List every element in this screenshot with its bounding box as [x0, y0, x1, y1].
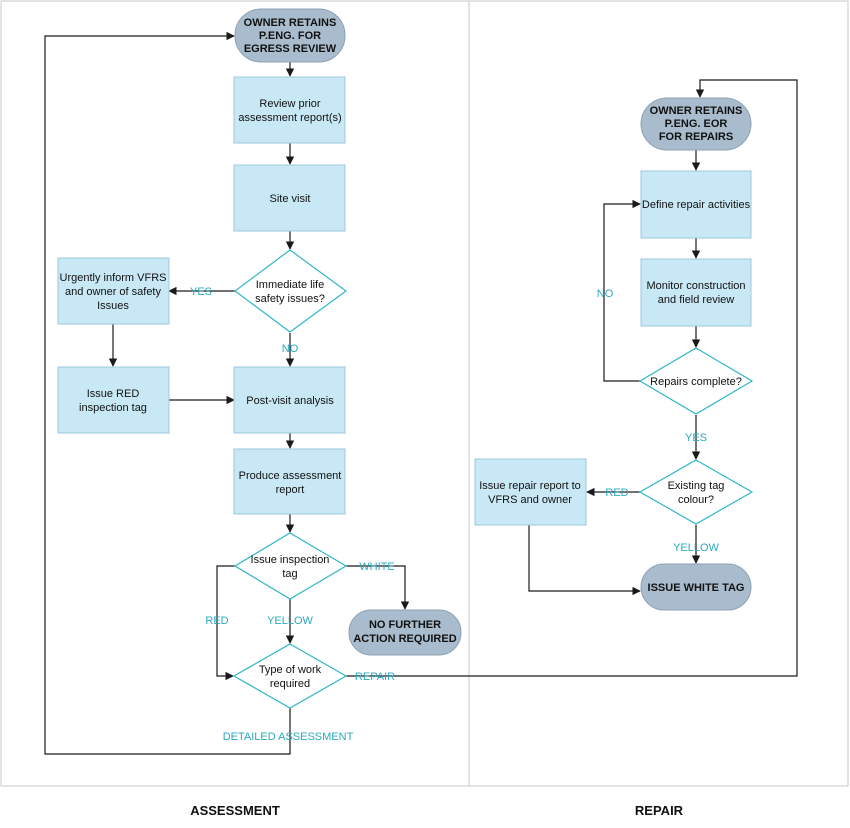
node-issue-repair-report-line-1: Issue repair report to — [479, 480, 581, 492]
node-inform-vfrs: Urgently inform VFRS and owner of safety… — [57, 257, 170, 325]
decision-life-safety-line-1: Immediate life — [256, 279, 324, 291]
node-issue-repair-report: Issue repair report to VFRS and owner — [474, 458, 587, 526]
node-produce-report-line-1: Produce assessment — [239, 470, 342, 482]
edge-label-no-repair: NO — [597, 288, 614, 300]
node-monitor-line-2: and field review — [658, 294, 734, 306]
edge-label-white: WHITE — [359, 561, 394, 573]
node-inform-vfrs-line-3: Issues — [97, 300, 129, 312]
edge-label-yes-repair: YES — [685, 432, 707, 444]
node-inform-vfrs-line-1: Urgently inform VFRS — [60, 272, 167, 284]
node-issue-white-line-1: ISSUE WHITE TAG — [648, 582, 745, 594]
decision-life-safety-line-2: safety issues? — [255, 293, 325, 305]
node-site-visit: Site visit — [233, 164, 346, 232]
node-define-repair: Define repair activities — [640, 170, 752, 239]
decision-type-of-work-line-1: Type of work — [259, 664, 322, 676]
edge-label-red-repair: RED — [605, 487, 628, 499]
edge-label-yes: YES — [190, 286, 212, 298]
node-issue-repair-report-line-2: VFRS and owner — [488, 494, 572, 506]
edge-label-yellow-repair: YELLOW — [673, 542, 719, 554]
node-review-prior: Review prior assessment report(s) — [233, 76, 346, 144]
decision-existing-tag-line-2: colour? — [678, 494, 714, 506]
node-start-egress-line-2: P.ENG. FOR — [259, 30, 321, 42]
decision-type-of-work: Type of work required — [232, 643, 348, 709]
node-start-repairs-line-3: FOR REPAIRS — [659, 131, 733, 143]
edge-label-yellow: YELLOW — [267, 615, 313, 627]
node-start-repairs-line-2: P.ENG. EOR — [665, 118, 728, 130]
node-monitor: Monitor construction and field review — [640, 258, 752, 327]
node-inform-vfrs-line-2: and owner of safety — [65, 286, 162, 298]
edge-labels: YES NO WHITE RED YELLOW REPAIR DETAILED … — [190, 286, 720, 743]
edge-label-repair: REPAIR — [355, 671, 395, 683]
decision-type-of-work-line-2: required — [270, 678, 310, 690]
node-review-prior-line-1: Review prior — [259, 98, 320, 110]
node-site-visit-line-1: Site visit — [270, 193, 311, 205]
node-start-repairs-line-1: OWNER RETAINS — [650, 105, 743, 117]
node-no-further-action: NO FURTHER ACTION REQUIRED — [348, 609, 462, 656]
decision-repairs-complete-line-1: Repairs complete? — [650, 376, 742, 388]
node-define-repair-line-1: Define repair activities — [642, 199, 751, 211]
diagram-frame — [0, 0, 849, 787]
decision-issue-tag-line-2: tag — [282, 568, 297, 580]
decision-repairs-complete: Repairs complete? — [638, 347, 754, 415]
node-post-visit: Post-visit analysis — [233, 366, 346, 434]
decision-existing-tag: Existing tag colour? — [638, 459, 754, 525]
decision-issue-tag-line-1: Issue inspection — [251, 554, 330, 566]
decision-issue-tag: Issue inspection tag — [233, 532, 348, 600]
decision-existing-tag-line-1: Existing tag — [668, 480, 725, 492]
section-title-repair: REPAIR — [635, 803, 684, 818]
node-issue-red-line-1: Issue RED — [87, 388, 140, 400]
node-issue-red: Issue RED inspection tag — [57, 366, 170, 434]
node-review-prior-line-2: assessment report(s) — [238, 112, 341, 124]
edge-label-no: NO — [282, 343, 299, 355]
edge-label-red: RED — [205, 615, 228, 627]
node-start-egress-line-3: EGRESS REVIEW — [244, 43, 337, 55]
node-issue-white-tag: ISSUE WHITE TAG — [640, 563, 752, 611]
node-produce-report: Produce assessment report — [233, 448, 346, 515]
node-monitor-line-1: Monitor construction — [646, 280, 745, 292]
node-start-egress: OWNER RETAINS P.ENG. FOR EGRESS REVIEW — [234, 8, 346, 63]
connectors — [44, 31, 798, 755]
node-start-repairs: OWNER RETAINS P.ENG. EOR FOR REPAIRS — [640, 97, 752, 151]
node-no-further-line-1: NO FURTHER — [369, 619, 441, 631]
node-post-visit-line-1: Post-visit analysis — [246, 395, 334, 407]
node-produce-report-line-2: report — [276, 484, 305, 496]
node-issue-red-line-2: inspection tag — [79, 402, 147, 414]
node-no-further-line-2: ACTION REQUIRED — [353, 633, 456, 645]
edge-label-detailed-assessment: DETAILED ASSESSMENT — [223, 731, 354, 743]
node-start-egress-line-1: OWNER RETAINS — [244, 17, 337, 29]
section-title-assessment: ASSESSMENT — [190, 803, 280, 818]
decision-life-safety: Immediate life safety issues? — [233, 249, 348, 333]
